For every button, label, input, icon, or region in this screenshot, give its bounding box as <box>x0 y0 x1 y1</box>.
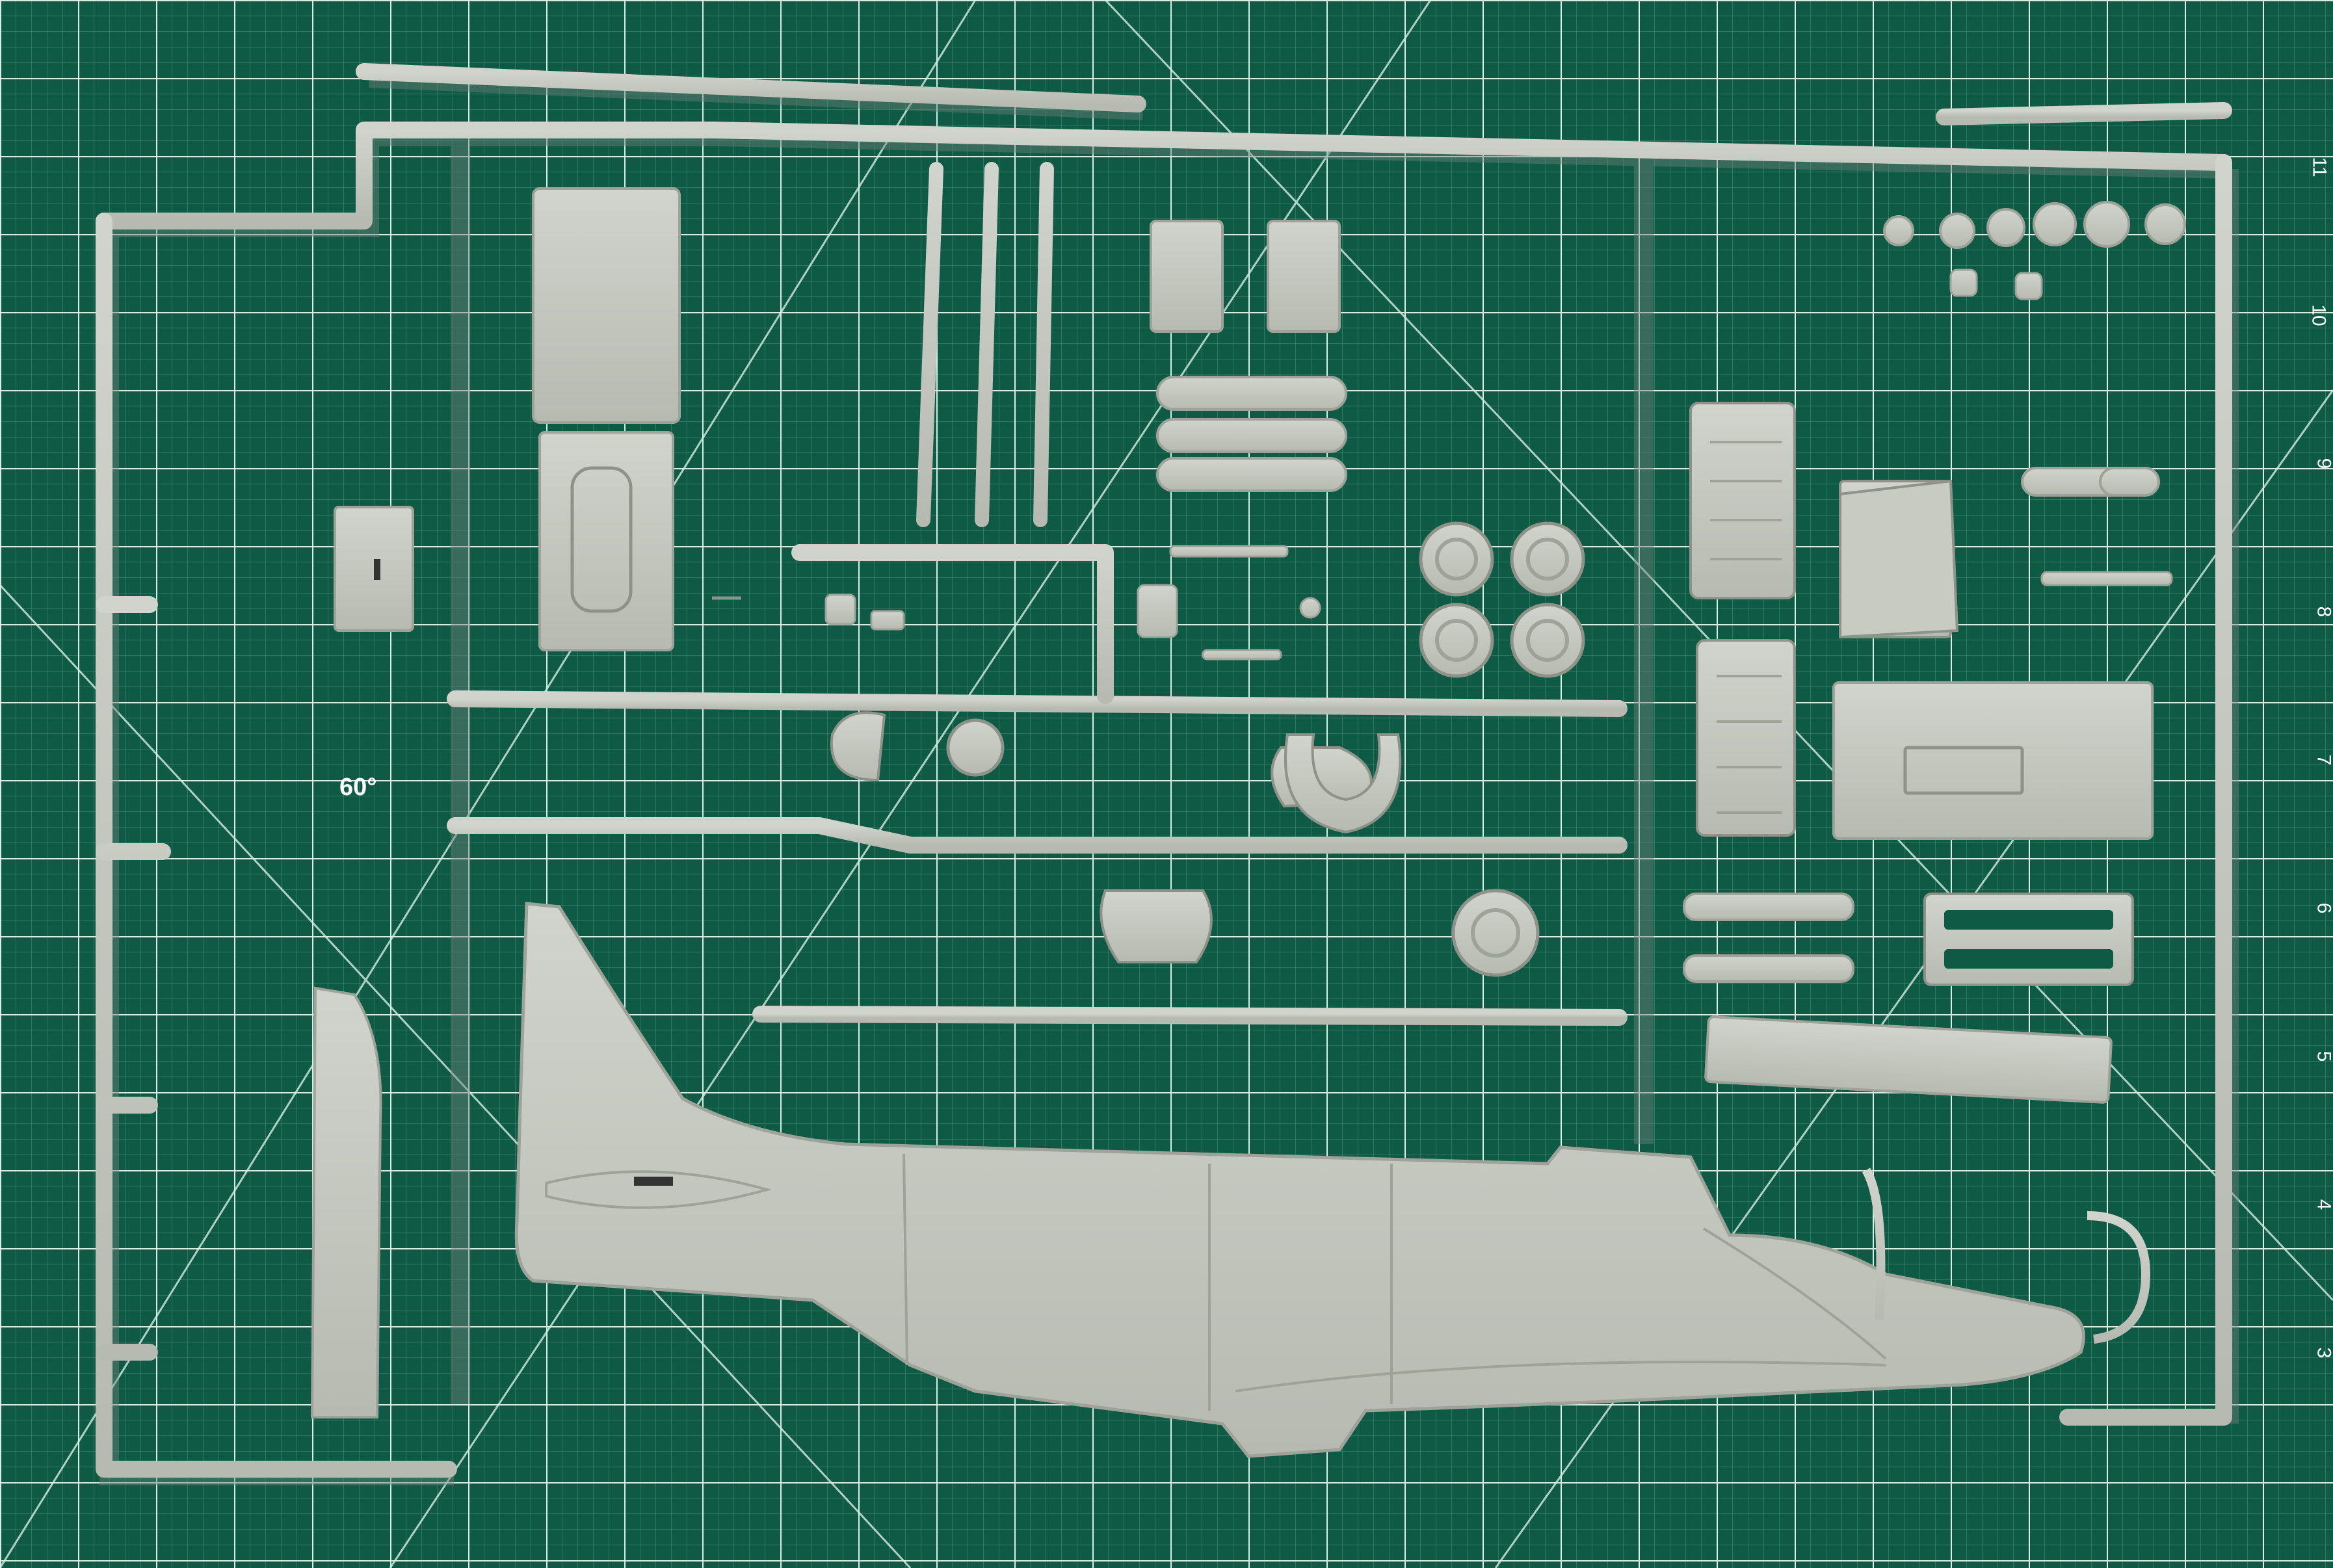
ruler-number: 6 <box>2313 902 2333 914</box>
ruler-number: 9 <box>2313 458 2333 469</box>
panel-slot <box>374 559 380 580</box>
ruler-number: 4 <box>2313 1199 2333 1210</box>
ruler-number: 11 <box>2308 157 2330 177</box>
engine-fins <box>1710 441 1782 814</box>
ruler-number: 7 <box>2313 754 2333 766</box>
instrument-panel <box>1839 479 1959 639</box>
fuselage-panel-lines <box>545 1153 1887 1411</box>
ruler-number: 5 <box>2313 1051 2333 1062</box>
panel-details <box>570 466 2024 795</box>
wheels <box>946 521 1585 977</box>
drop-tanks <box>1156 376 2160 983</box>
fuselage-half <box>514 902 2085 1458</box>
gear-bay-holes <box>1944 910 2113 969</box>
canopy-frames <box>1862 1168 2151 1344</box>
rocket-rods <box>734 149 1054 657</box>
wheel-hubs <box>1435 538 1569 958</box>
fuselage-slot <box>634 1177 673 1186</box>
ruler-number: 10 <box>2308 304 2330 326</box>
small-round-parts <box>1883 201 2186 249</box>
ruler-number: 8 <box>2313 606 2333 618</box>
ruler-number: 3 <box>2313 1347 2333 1359</box>
mat-angle-label: 60° <box>339 774 377 801</box>
small-parts <box>824 268 2173 660</box>
sprue-frame <box>96 63 2232 1478</box>
flat-panels <box>310 187 2154 1418</box>
